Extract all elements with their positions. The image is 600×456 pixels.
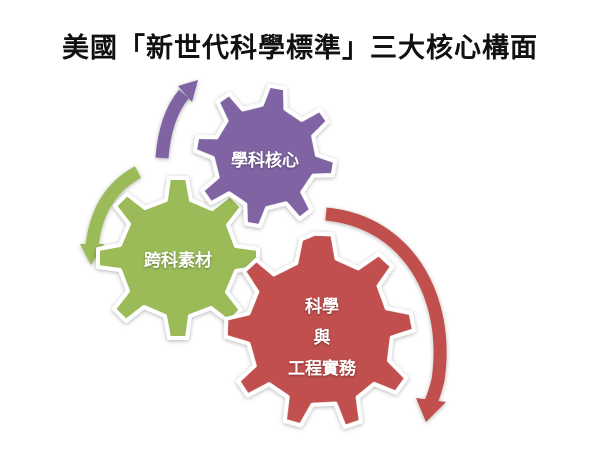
diagram-title: 美國「新世代科學標準」三大核心構面: [62, 33, 538, 64]
purple-gear-icon: [192, 83, 338, 229]
red-cycle-arrow-icon: [325, 207, 447, 422]
gear-label-practices-line-1: 科學: [305, 297, 339, 317]
gear-label-practices-line-2: 與: [313, 328, 331, 348]
gear-label-crosscutting: 跨科素材: [144, 251, 212, 271]
red-gear-icon: [223, 231, 417, 429]
green-gear-icon: [96, 176, 260, 340]
gear-label-disciplinary-core: 學科核心: [231, 151, 299, 171]
gear-label-practices-line-3: 工程實務: [288, 359, 356, 379]
gear-label-practices: 科學 與 工程實務: [262, 292, 382, 385]
purple-cycle-arrow-icon: [155, 80, 198, 159]
